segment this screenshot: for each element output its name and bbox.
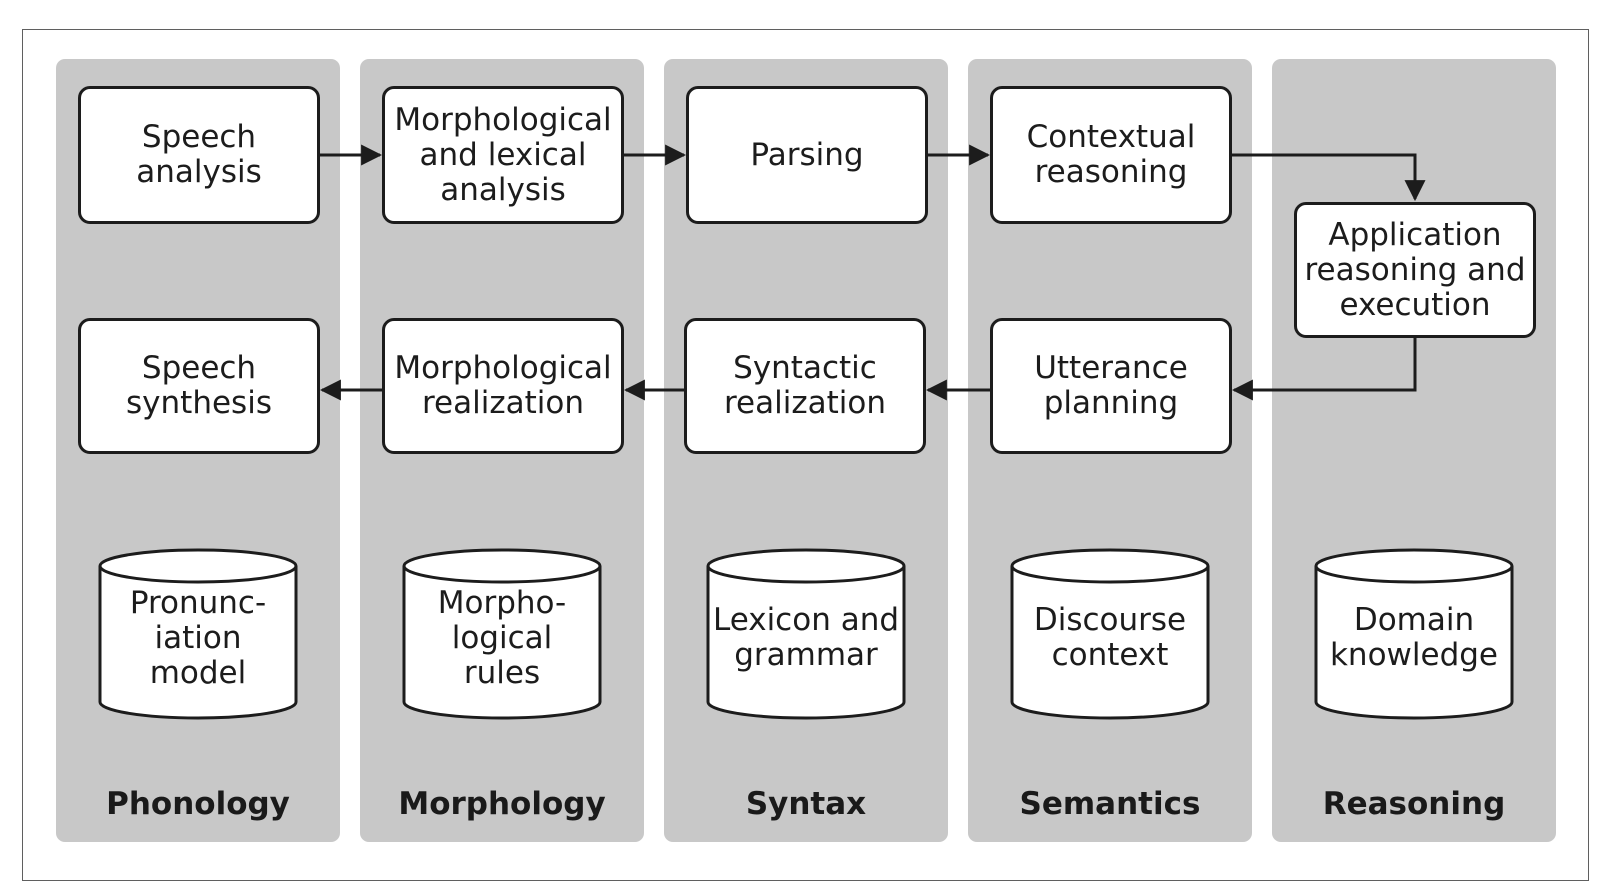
speech-synthesis-box: Speech synthesis xyxy=(78,318,320,454)
column-reasoning: Reasoning xyxy=(1272,59,1556,842)
database-label: Discourse context xyxy=(1033,602,1187,673)
cylinder-shape xyxy=(1010,548,1210,720)
cylinder-shape xyxy=(402,548,602,720)
column-label-reasoning: Reasoning xyxy=(1322,786,1506,822)
domain-knowledge-database: Domain knowledge xyxy=(1314,548,1514,720)
application-reasoning-box: Application reasoning and execution xyxy=(1294,202,1536,338)
pronunciation-model-database: Pronunc- iation model xyxy=(98,548,298,720)
database-label: Morpho- logical rules xyxy=(437,584,567,691)
column-label-phonology: Phonology xyxy=(106,786,290,822)
speech-analysis-box: Speech analysis xyxy=(78,86,320,224)
morphological-lexical-analysis-box: Morphological and lexical analysis xyxy=(382,86,624,224)
cylinder-shape xyxy=(1314,548,1514,720)
column-label-semantics: Semantics xyxy=(1019,786,1201,822)
discourse-context-database: Discourse context xyxy=(1010,548,1210,720)
utterance-planning-box: Utterance planning xyxy=(990,318,1232,454)
morphological-rules-database: Morpho- logical rules xyxy=(402,548,602,720)
database-label: Pronunc- iation model xyxy=(129,584,267,691)
morphological-realization-box: Morphological realization xyxy=(382,318,624,454)
database-label: Lexicon and grammar xyxy=(712,602,900,673)
column-label-syntax: Syntax xyxy=(745,786,867,822)
database-label: Domain knowledge xyxy=(1329,602,1499,673)
column-label-morphology: Morphology xyxy=(398,786,606,822)
parsing-box: Parsing xyxy=(686,86,928,224)
contextual-reasoning-box: Contextual reasoning xyxy=(990,86,1232,224)
cylinder-shape xyxy=(706,548,906,720)
syntactic-realization-box: Syntactic realization xyxy=(684,318,926,454)
cylinder-shape xyxy=(98,548,298,720)
lexicon-grammar-database: Lexicon and grammar xyxy=(706,548,906,720)
